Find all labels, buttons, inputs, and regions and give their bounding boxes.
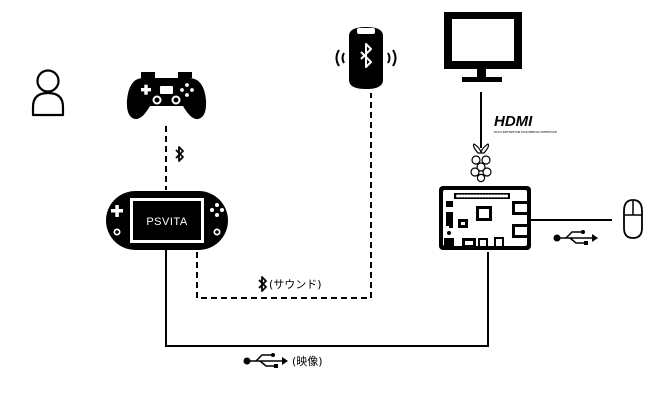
- usb-video-link-vita-pi: [165, 250, 489, 347]
- mouse-icon: [623, 199, 643, 239]
- bluetooth-icon: [258, 276, 267, 292]
- bluetooth-sound-text: (サウンド): [269, 278, 322, 291]
- raspberry-pi-board-icon: [439, 186, 531, 250]
- gamepad-icon: [126, 72, 207, 120]
- bluetooth-icon: [175, 146, 184, 162]
- usb-video-label: (映像): [242, 352, 323, 369]
- hdmi-logo-subtext: HIGH-DEFINITION MULTIMEDIA INTERFACE: [494, 130, 557, 134]
- ps-vita-label: PSVITA: [146, 216, 187, 228]
- usb-icon: [552, 229, 599, 246]
- user-icon: [31, 69, 65, 117]
- usb-video-text: (映像): [292, 355, 323, 368]
- raspberry-pi-logo-icon: [470, 143, 492, 183]
- hdmi-logo-text: HDMI: [494, 113, 533, 130]
- usb-icon: [242, 352, 289, 369]
- ps-vita-action-buttons-icon: [215, 203, 219, 207]
- monitor-icon: [444, 12, 522, 82]
- bluetooth-speaker-icon: [335, 27, 397, 89]
- bluetooth-link-vita-speaker: [196, 93, 372, 299]
- hdmi-logo: HDMI HIGH-DEFINITION MULTIMEDIA INTERFAC…: [494, 113, 557, 134]
- ps-vita-device: PSVITA: [106, 191, 228, 250]
- bluetooth-sound-label: (サウンド): [258, 276, 322, 292]
